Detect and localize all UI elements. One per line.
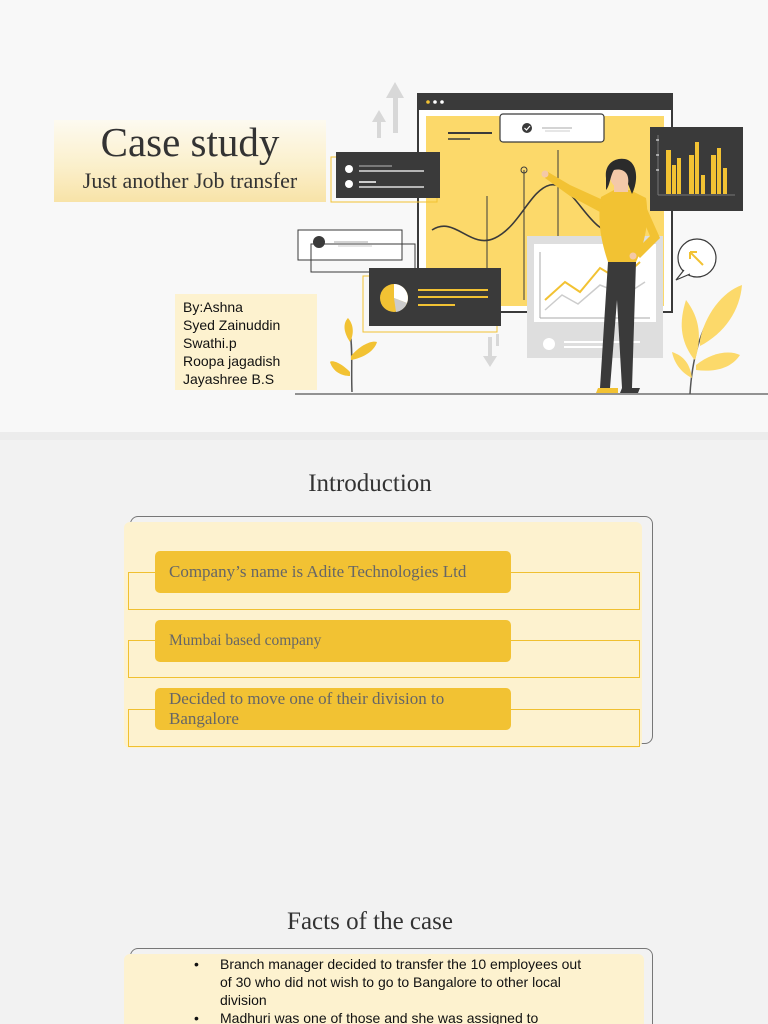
- authors-box: By:Ashna Syed Zainuddin Swathi.p Roopa j…: [175, 294, 317, 390]
- author-line: By:Ashna: [183, 299, 243, 315]
- plant-right-icon: [672, 285, 742, 395]
- intro-item: Decided to move one of their division to…: [155, 688, 511, 730]
- fact-item: • Madhuri was one of those and she was a…: [194, 1009, 594, 1024]
- introduction-slide: Introduction Company’s name is Adite Tec…: [0, 440, 768, 872]
- speech-bubble-icon: [675, 238, 717, 281]
- intro-item-text: Mumbai based company: [169, 632, 322, 649]
- slide-title: Case study: [100, 119, 280, 165]
- intro-item: Mumbai based company: [155, 620, 511, 662]
- intro-item: Company’s name is Adite Technologies Ltd: [155, 551, 511, 593]
- check-card: [297, 229, 416, 273]
- author-line: Syed Zainuddin: [183, 317, 281, 333]
- intro-item-text: Decided to move one of their division to…: [169, 689, 445, 728]
- intro-item-text: Company’s name is Adite Technologies Ltd: [169, 562, 467, 581]
- facts-slide: Facts of the case • Branch manager decid…: [0, 872, 768, 1024]
- woman-presenter: [541, 158, 660, 393]
- slide-subtitle: Just another Job transfer: [82, 168, 298, 193]
- fact-text: Branch manager decided to transfer the 1…: [220, 956, 582, 1008]
- slide-title: Introduction: [308, 470, 432, 497]
- pie-chart-card: [362, 268, 501, 333]
- analytics-illustration: [295, 82, 768, 395]
- search-card: [499, 113, 605, 143]
- bullet-icon: •: [194, 1010, 199, 1024]
- author-line: Swathi.p: [183, 335, 237, 351]
- line-chart-card: [527, 236, 663, 358]
- content-background: [124, 954, 644, 1024]
- list-card: [330, 152, 440, 203]
- title-slide: Case study Just another Job transfer By:…: [0, 0, 768, 432]
- facts-list: • Branch manager decided to transfer the…: [194, 955, 594, 1024]
- author-line: Jayashree B.S: [183, 371, 275, 387]
- bar-chart-card: [650, 127, 743, 211]
- slide-separator: [0, 432, 768, 440]
- fact-item: • Branch manager decided to transfer the…: [194, 955, 594, 1009]
- plant-left-icon: [330, 318, 377, 393]
- title-banner: [54, 120, 326, 202]
- bullet-icon: •: [194, 956, 199, 972]
- up-arrows-icon: [372, 82, 404, 138]
- down-arrows-icon: [483, 334, 499, 367]
- fact-text: Madhuri was one of those and she was ass…: [220, 1010, 539, 1024]
- author-line: Roopa jagadish: [183, 353, 281, 369]
- slide-title: Facts of the case: [287, 908, 453, 935]
